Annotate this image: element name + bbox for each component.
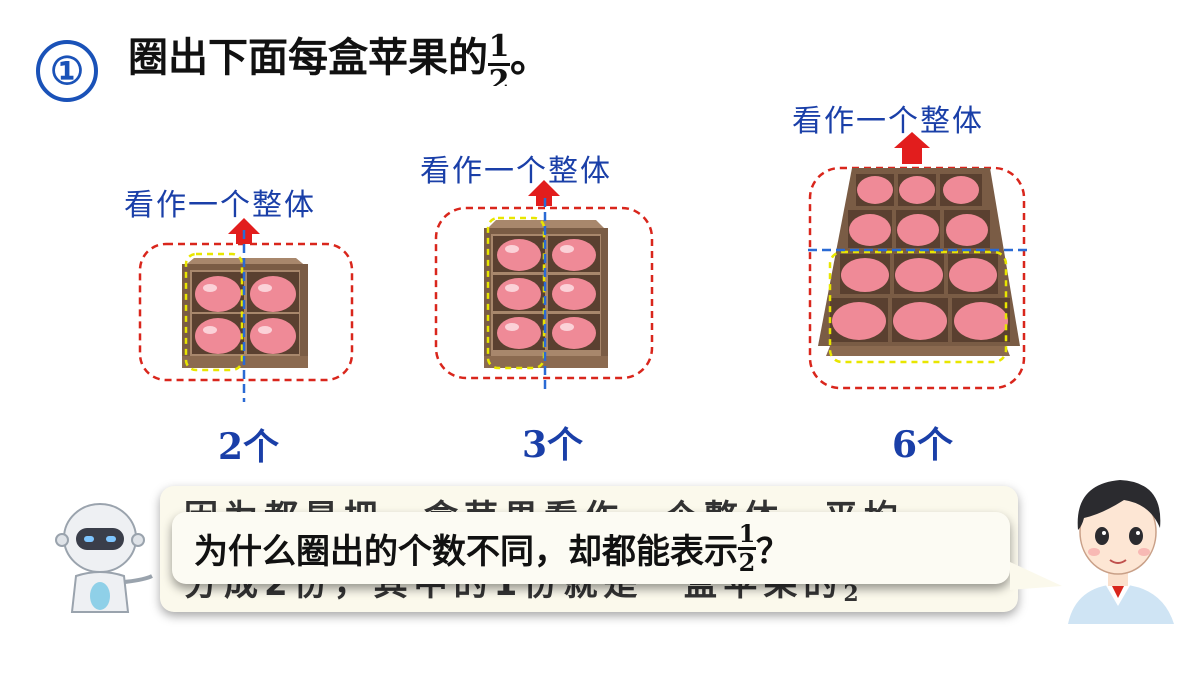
up-arrow [528,180,560,206]
apple [195,318,241,354]
question-bubble: 为什么圈出的个数不同，却都能表示 1 2 ？ [172,512,1010,584]
robot-avatar [55,503,153,613]
title-fraction: 1 2 [488,30,510,86]
apple [899,176,935,204]
title-period: 。 [510,35,550,81]
instruction-text: 圈出下面每盒苹果的 [128,35,488,81]
question-text: 为什么圈出的个数不同，却都能表示 1 2 ？ [194,518,790,577]
apple [497,278,541,310]
count-label-2: 3个 [522,424,584,466]
count-label-3: 6个 [892,424,954,466]
whole-label-3: 看作一个整体 [792,104,984,139]
bubble-tail [1010,562,1062,590]
apple [849,214,891,246]
apple [497,239,541,271]
apple [832,302,886,340]
whole-circle [434,206,654,380]
apple [195,276,241,312]
whole-label-1: 看作一个整体 [124,188,316,223]
step-number-badge: ① [36,40,98,102]
apple [552,239,596,271]
half-circle [184,252,244,372]
apple [943,176,979,204]
whole-label-2: 看作一个整体 [420,154,612,189]
apple [857,176,893,204]
apple [946,214,988,246]
half-circle [828,250,1008,364]
whole-circle [138,242,354,382]
apple-box-group-1 [138,218,354,402]
apple-box-group-3 [808,132,1032,390]
half-circle [486,216,546,370]
apple [841,258,889,292]
apple-box-group-2 [434,180,654,390]
boy-avatar [1068,480,1174,624]
instruction-title: 圈出下面每盒苹果的 1 2 。 [128,30,648,87]
apple [552,278,596,310]
apple [897,214,939,246]
apple [949,258,997,292]
up-arrow [894,132,930,164]
apple [895,258,943,292]
apple [552,317,596,349]
apple [893,302,947,340]
question-fraction: 1 2 [738,518,756,577]
count-label-1: 2个 [218,426,280,468]
apple [497,317,541,349]
apple [954,302,1008,340]
apple [250,318,296,354]
apple [250,276,296,312]
apple-grid [830,174,1010,342]
